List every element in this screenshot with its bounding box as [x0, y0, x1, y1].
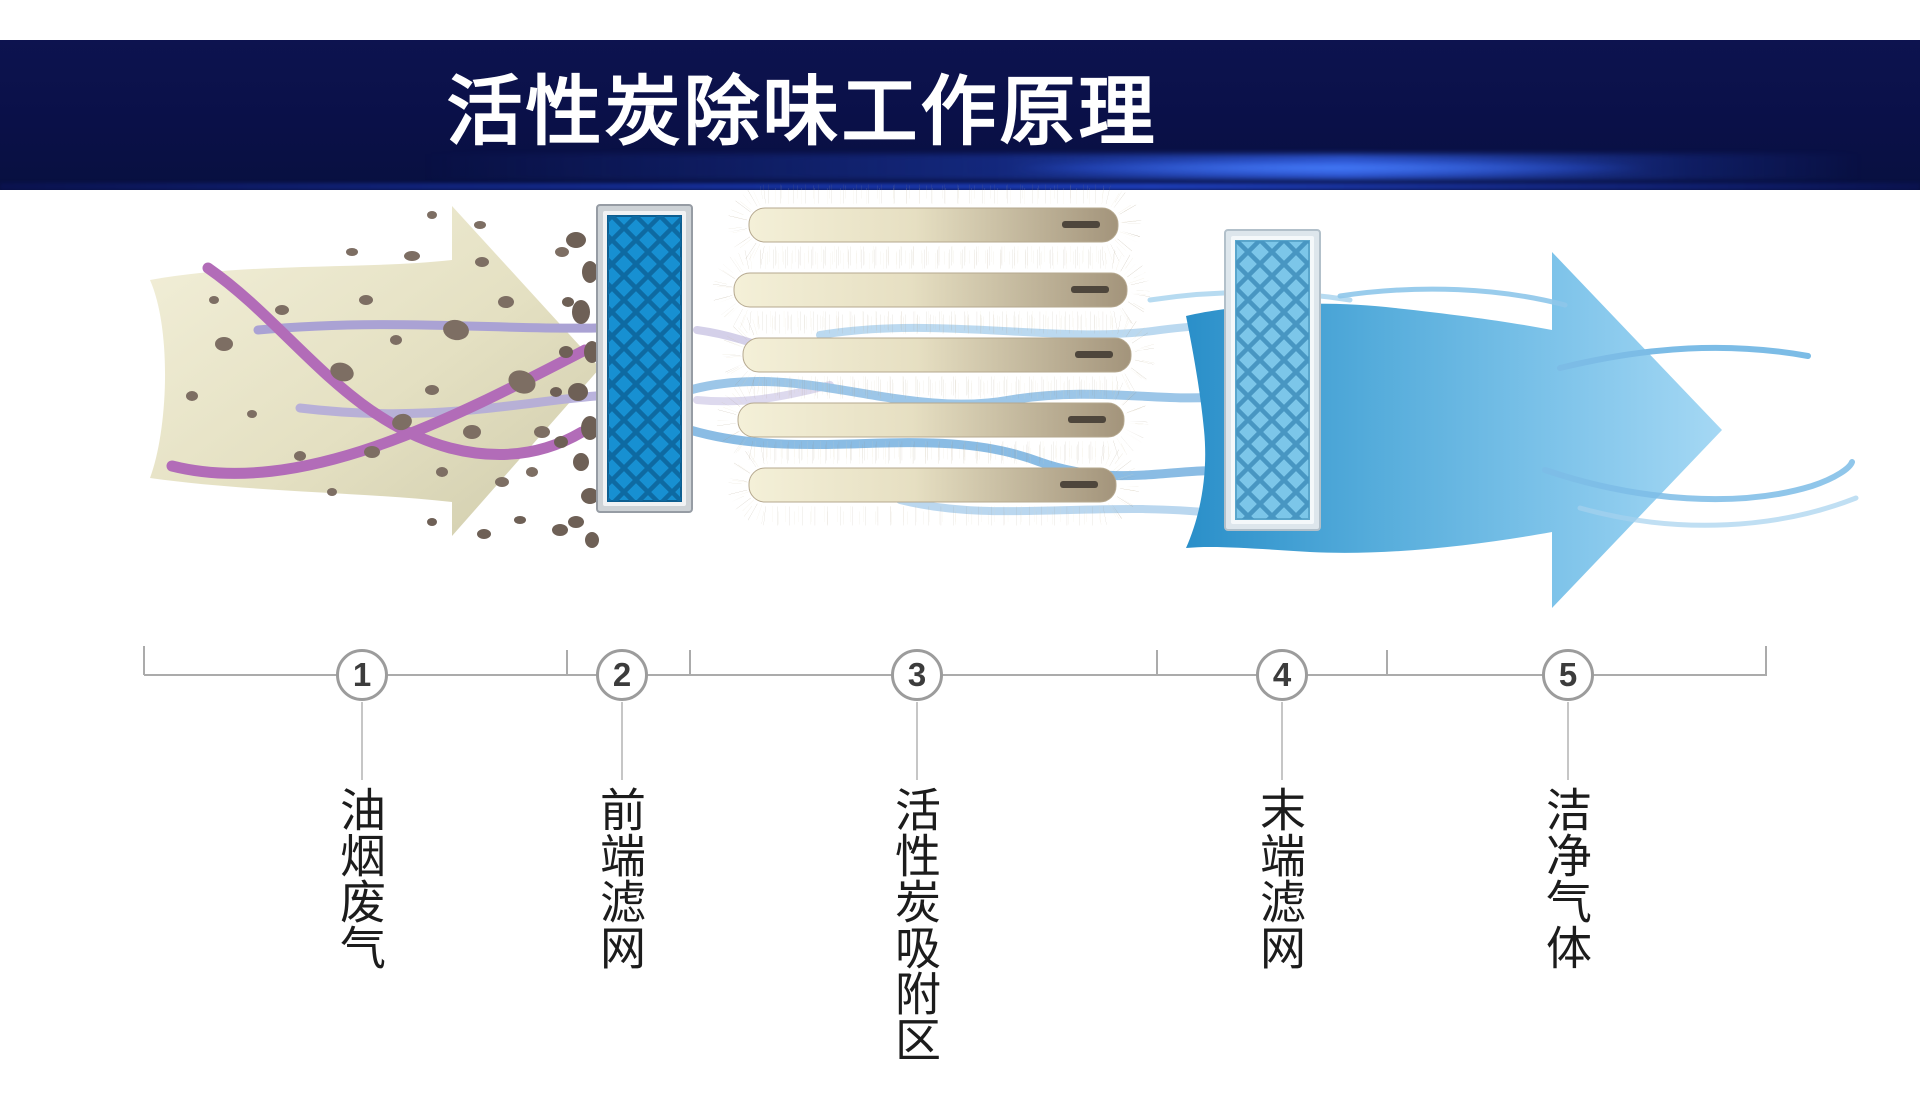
ruler-tick: [1156, 650, 1158, 675]
particle-field: [186, 211, 600, 548]
marker-connector: [1567, 702, 1569, 780]
marker-connector: [361, 702, 363, 780]
stage-marker-3: 3: [891, 649, 943, 701]
banner-glow-streak: [0, 154, 1920, 180]
stage-label-dirty-air: 油烟废气: [334, 786, 386, 970]
marker-connector: [1281, 702, 1283, 780]
page-title: 活性炭除味工作原理: [446, 70, 1158, 155]
marker-connector: [916, 702, 918, 780]
title-banner: 活性炭除味工作原理: [0, 40, 1920, 190]
ruler-tick: [1765, 646, 1767, 675]
carbon-rod: [721, 314, 1156, 396]
clean-air-swirls: [1542, 344, 1859, 528]
stage-label-end-filter: 末端滤网: [1254, 786, 1306, 970]
ruler-tick: [566, 650, 568, 675]
stage-marker-5: 5: [1542, 649, 1594, 701]
banner-bottom-edge: [0, 183, 1920, 190]
stage-label-clean-air: 洁净气体: [1540, 786, 1592, 970]
marker-connector: [621, 702, 623, 780]
stage-marker-1: 1: [336, 649, 388, 701]
stage-label-carbon-zone: 活性炭吸附区: [889, 786, 941, 1062]
carbon-rod: [727, 444, 1140, 526]
carbon-rod: [712, 249, 1151, 331]
ruler-line: [144, 674, 1767, 676]
ruler-tick: [689, 650, 691, 675]
ruler-tick: [143, 646, 145, 675]
carbon-rod: [727, 184, 1142, 266]
carbon-rod: [716, 379, 1149, 461]
stage-label-front-filter: 前端滤网: [594, 786, 646, 970]
front-filter: [596, 204, 693, 513]
stage-marker-2: 2: [596, 649, 648, 701]
stage-marker-4: 4: [1256, 649, 1308, 701]
carbon-rod-group: [712, 184, 1156, 526]
end-filter: [1224, 229, 1321, 531]
ruler-tick: [1386, 650, 1388, 675]
